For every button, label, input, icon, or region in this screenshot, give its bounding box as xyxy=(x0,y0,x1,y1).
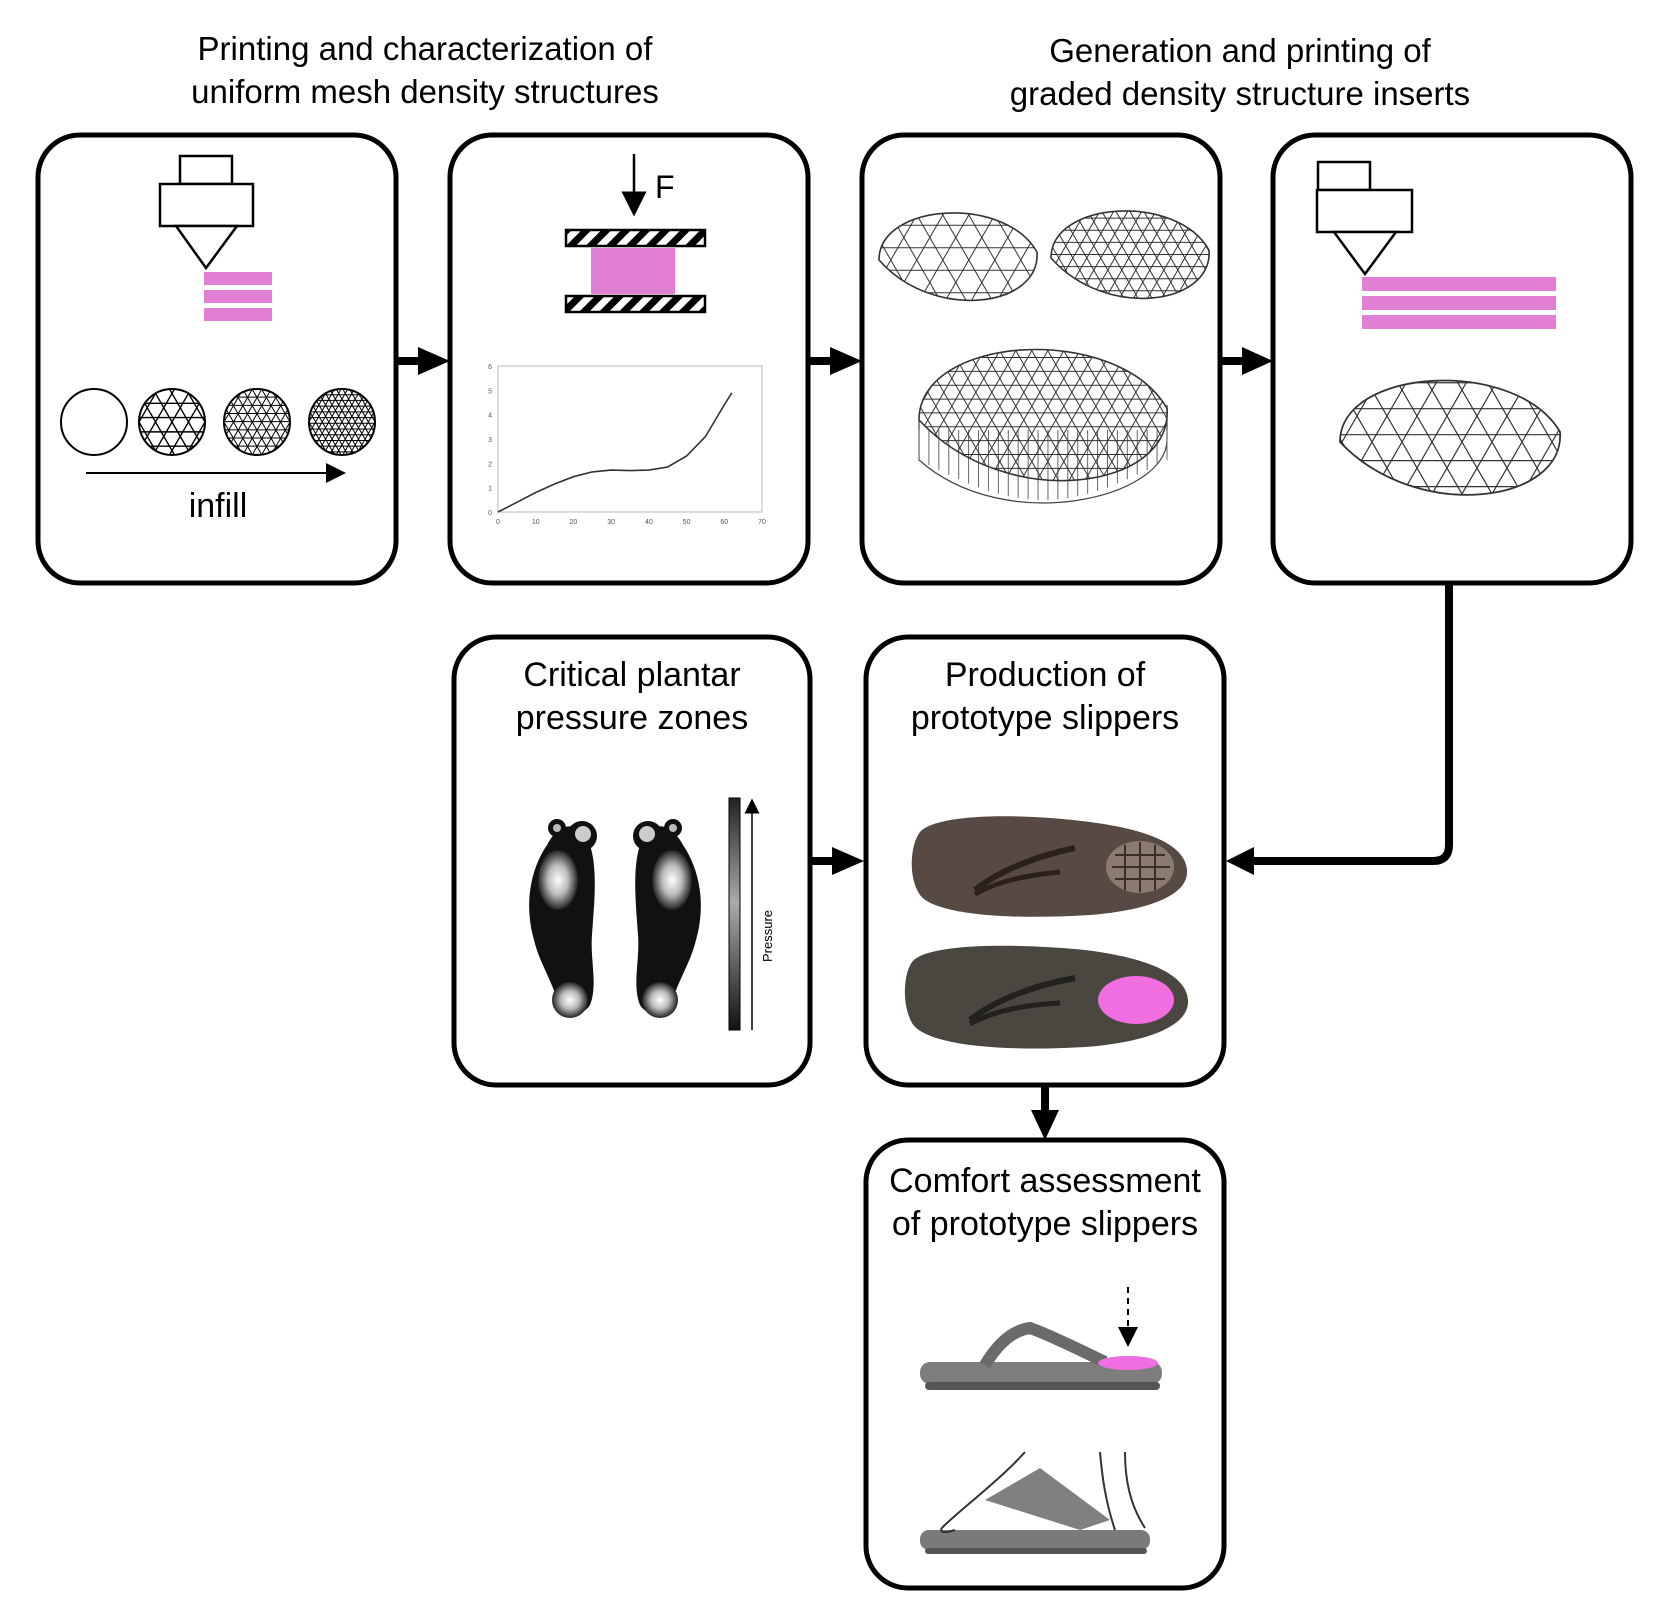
graded-insert-3d xyxy=(918,348,1168,504)
nozzle-icon xyxy=(1315,160,1414,277)
top-platen xyxy=(564,228,707,248)
x-tick-label: 50 xyxy=(683,519,691,526)
y-tick-label: 2 xyxy=(488,461,492,468)
infill-circle-high xyxy=(308,388,376,456)
x-tick-label: 70 xyxy=(758,519,766,526)
chart-plot-area xyxy=(497,365,763,513)
infill-label: infill xyxy=(189,487,248,525)
infill-circle-medium xyxy=(223,388,291,456)
panel-graded-generation xyxy=(859,132,1223,586)
y-tick-label: 3 xyxy=(488,437,492,444)
header-right-line1: Generation and printing of xyxy=(1049,32,1431,69)
panel-uniform-printing: infill xyxy=(35,132,399,586)
nozzle-icon xyxy=(158,154,255,271)
panel-compression-test: F 0 10 20 30 40 50 60 70 0 1 2 3 4 5 6 xyxy=(447,132,811,586)
y-tick-label: 6 xyxy=(488,364,492,371)
x-tick-label: 20 xyxy=(570,519,578,526)
panel-title-line1: Critical plantar xyxy=(523,656,740,694)
x-tick-label: 60 xyxy=(720,519,728,526)
y-tick-label: 5 xyxy=(488,388,492,395)
x-tick-label: 40 xyxy=(645,519,653,526)
connector-arrows xyxy=(396,347,1453,1140)
y-tick-label: 1 xyxy=(488,486,492,493)
test-sample xyxy=(591,248,675,294)
pressure-scale-label: Pressure xyxy=(760,910,775,962)
printed-layers xyxy=(204,272,272,321)
slipper-photo-lattice xyxy=(911,816,1188,917)
x-tick-label: 30 xyxy=(607,519,615,526)
pink-insert xyxy=(1098,1356,1158,1370)
graded-mesh-print xyxy=(1339,379,1561,496)
bottom-platen xyxy=(564,294,707,314)
stress-strain-line xyxy=(497,392,733,513)
infill-circle-empty xyxy=(60,388,128,456)
header-left-line1: Printing and characterization of xyxy=(198,30,654,67)
x-tick-label: 0 xyxy=(496,519,500,526)
slipper-foot-view xyxy=(920,1451,1150,1554)
panel-title-line1: Production of xyxy=(945,656,1146,694)
y-tick-label: 4 xyxy=(488,413,492,420)
graded-mesh-fine xyxy=(1050,210,1210,300)
pink-insert xyxy=(1098,976,1174,1024)
footprint-right xyxy=(633,819,701,1018)
x-tick-label: 10 xyxy=(532,519,540,526)
printed-layers xyxy=(1362,277,1556,329)
header-left-line2: uniform mesh density structures xyxy=(191,73,659,110)
panel-plantar-pressure: Critical plantar pressure zones Pressure xyxy=(451,634,813,1088)
pressure-scale-bar xyxy=(728,797,741,1031)
force-label: F xyxy=(655,169,675,205)
header-right-line2: graded density structure inserts xyxy=(1010,75,1470,112)
footprint-left xyxy=(529,819,597,1018)
slipper-side-view xyxy=(920,1321,1162,1390)
panel-comfort-assessment: Comfort assessment of prototype slippers xyxy=(863,1137,1227,1591)
panel-prototype-production: Production of prototype slippers xyxy=(863,634,1227,1088)
panel-title-line2: of prototype slippers xyxy=(892,1205,1198,1243)
panel-title-line2: pressure zones xyxy=(516,699,748,737)
panel-title-line2: prototype slippers xyxy=(911,699,1179,737)
panel-graded-printing xyxy=(1270,132,1634,586)
stress-strain-chart: 0 10 20 30 40 50 60 70 0 1 2 3 4 5 6 xyxy=(488,364,766,526)
graded-mesh-coarse xyxy=(878,212,1038,302)
panel-title-line1: Comfort assessment xyxy=(889,1162,1201,1200)
y-tick-label: 0 xyxy=(488,510,492,517)
slipper-photo-insert xyxy=(904,945,1189,1049)
infill-circle-low xyxy=(138,388,206,456)
